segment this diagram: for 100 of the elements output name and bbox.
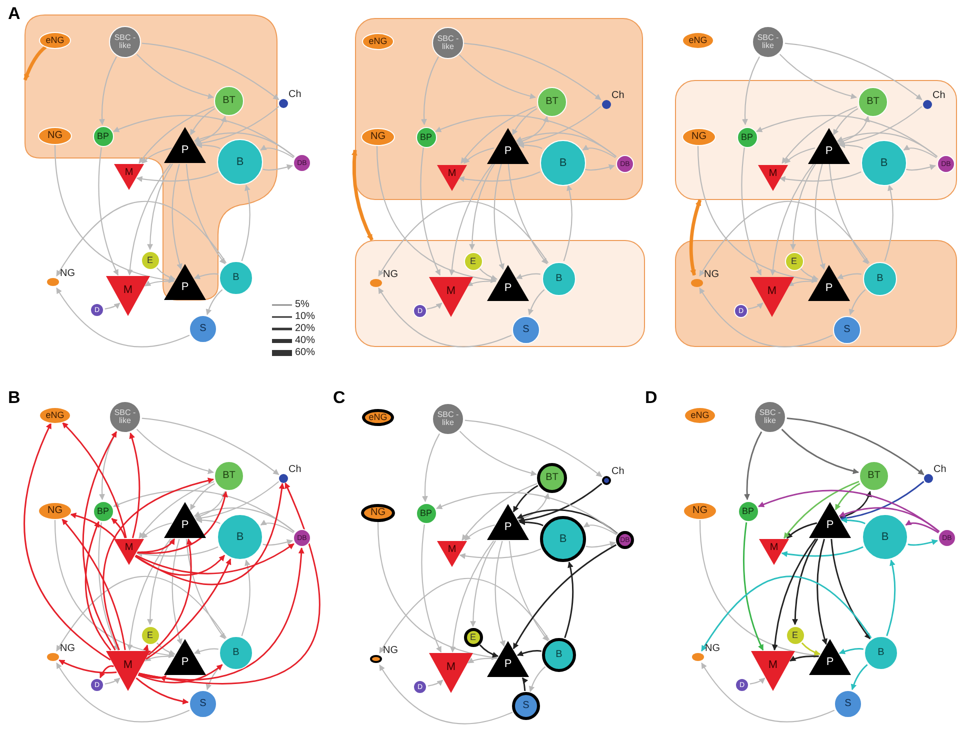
arrow	[459, 430, 537, 476]
arrow	[379, 664, 513, 724]
cell-type-inverted-triangle: M	[106, 651, 150, 691]
cell-type-circle: BP	[738, 500, 758, 522]
arrow	[143, 644, 151, 654]
cell-type-triangle: P	[164, 502, 206, 538]
arrow	[584, 164, 615, 171]
cell-type-circle: S	[834, 690, 862, 718]
arrow	[699, 200, 870, 276]
arrow	[903, 144, 937, 158]
arrow	[102, 478, 214, 650]
arrow	[190, 108, 216, 136]
cell-type-circle: BT	[214, 461, 244, 491]
arrow	[464, 42, 602, 100]
arrow	[848, 289, 866, 316]
arrow	[784, 147, 816, 164]
arrow	[186, 538, 226, 640]
arrow	[512, 484, 538, 512]
arrow	[426, 302, 442, 310]
arrow	[583, 522, 617, 536]
cell-type-circle: B	[861, 140, 907, 186]
arrow	[782, 106, 858, 164]
arrow	[464, 524, 496, 541]
arrow	[436, 492, 618, 534]
arrow	[136, 677, 189, 704]
arrow	[701, 662, 835, 722]
highlight-region	[675, 80, 957, 200]
highlight-region	[675, 240, 957, 347]
arrow	[138, 481, 214, 539]
cell-type-circle: BP	[736, 126, 758, 148]
arrow	[134, 482, 285, 586]
cell-type-ellipse: NG	[38, 502, 72, 520]
cell-type-inverted-triangle: M	[114, 539, 144, 565]
arrow	[458, 171, 540, 182]
arrow	[508, 540, 548, 642]
legend-label: 10%	[295, 311, 316, 322]
cell-type-circle: SBC -like	[754, 401, 786, 433]
cell-type-triangle: P	[164, 127, 206, 163]
arrow	[127, 163, 172, 276]
arrow	[528, 666, 546, 692]
cell-type-circle: B	[219, 636, 253, 670]
arrow	[113, 115, 295, 158]
arrow	[814, 164, 826, 270]
arrow	[836, 273, 862, 280]
cell-type-circle: B	[219, 261, 253, 295]
cell-type-triangle: P	[809, 639, 851, 675]
arrow	[190, 483, 216, 510]
arrow	[517, 106, 602, 146]
arrow	[100, 665, 114, 678]
cell-type-triangle: P	[487, 265, 529, 301]
arrow	[148, 538, 192, 656]
panel-letter: B	[8, 388, 20, 408]
arrow	[470, 540, 496, 628]
arrow	[469, 164, 495, 250]
arrow	[906, 164, 936, 171]
arrow	[518, 142, 542, 150]
cell-type-inverted-triangle: M	[437, 541, 467, 567]
cell-type-ellipse: eNG	[362, 32, 394, 50]
arrow	[136, 54, 214, 99]
double-arrow	[689, 199, 702, 276]
arrow	[449, 163, 494, 276]
cell-type-triangle: P	[487, 504, 529, 540]
arrow	[186, 164, 226, 264]
arrow	[58, 660, 117, 674]
cell-type-circle: BT	[537, 463, 567, 493]
arrow	[435, 115, 617, 158]
cell-type-circle: B	[542, 262, 576, 296]
cell-type-circle: E	[140, 250, 160, 270]
arrow	[260, 520, 294, 534]
highlight-region	[25, 15, 278, 301]
arrow	[206, 289, 223, 316]
arrow	[144, 656, 174, 662]
cell-type-circle: BP	[92, 500, 114, 522]
arrow	[840, 490, 872, 518]
arrow	[781, 428, 859, 474]
arrow	[494, 540, 506, 647]
arrow	[136, 546, 218, 557]
cell-type-inverted-triangle: M	[759, 539, 789, 565]
arrow	[516, 116, 548, 144]
arrow	[816, 538, 828, 645]
arrow	[146, 558, 232, 660]
cell-type-inverted-triangle: M	[437, 165, 467, 191]
arrow	[378, 288, 512, 348]
arrow	[522, 677, 528, 692]
arrow	[56, 288, 190, 348]
cell-type-circle: E	[140, 626, 160, 644]
arrow	[62, 518, 126, 650]
arrow	[494, 164, 505, 270]
cell-type-ellipse: NG	[361, 128, 395, 146]
arrow	[564, 562, 574, 638]
arrow	[196, 517, 220, 524]
arrow	[699, 520, 820, 658]
cell-type-circle: B	[540, 140, 586, 186]
arrow	[742, 522, 764, 651]
arrow	[172, 538, 183, 645]
arrow	[784, 42, 922, 100]
cell-type-circle: SBC -like	[109, 401, 141, 433]
arrow	[838, 507, 940, 532]
arrow	[792, 538, 818, 626]
arrow	[24, 422, 111, 661]
